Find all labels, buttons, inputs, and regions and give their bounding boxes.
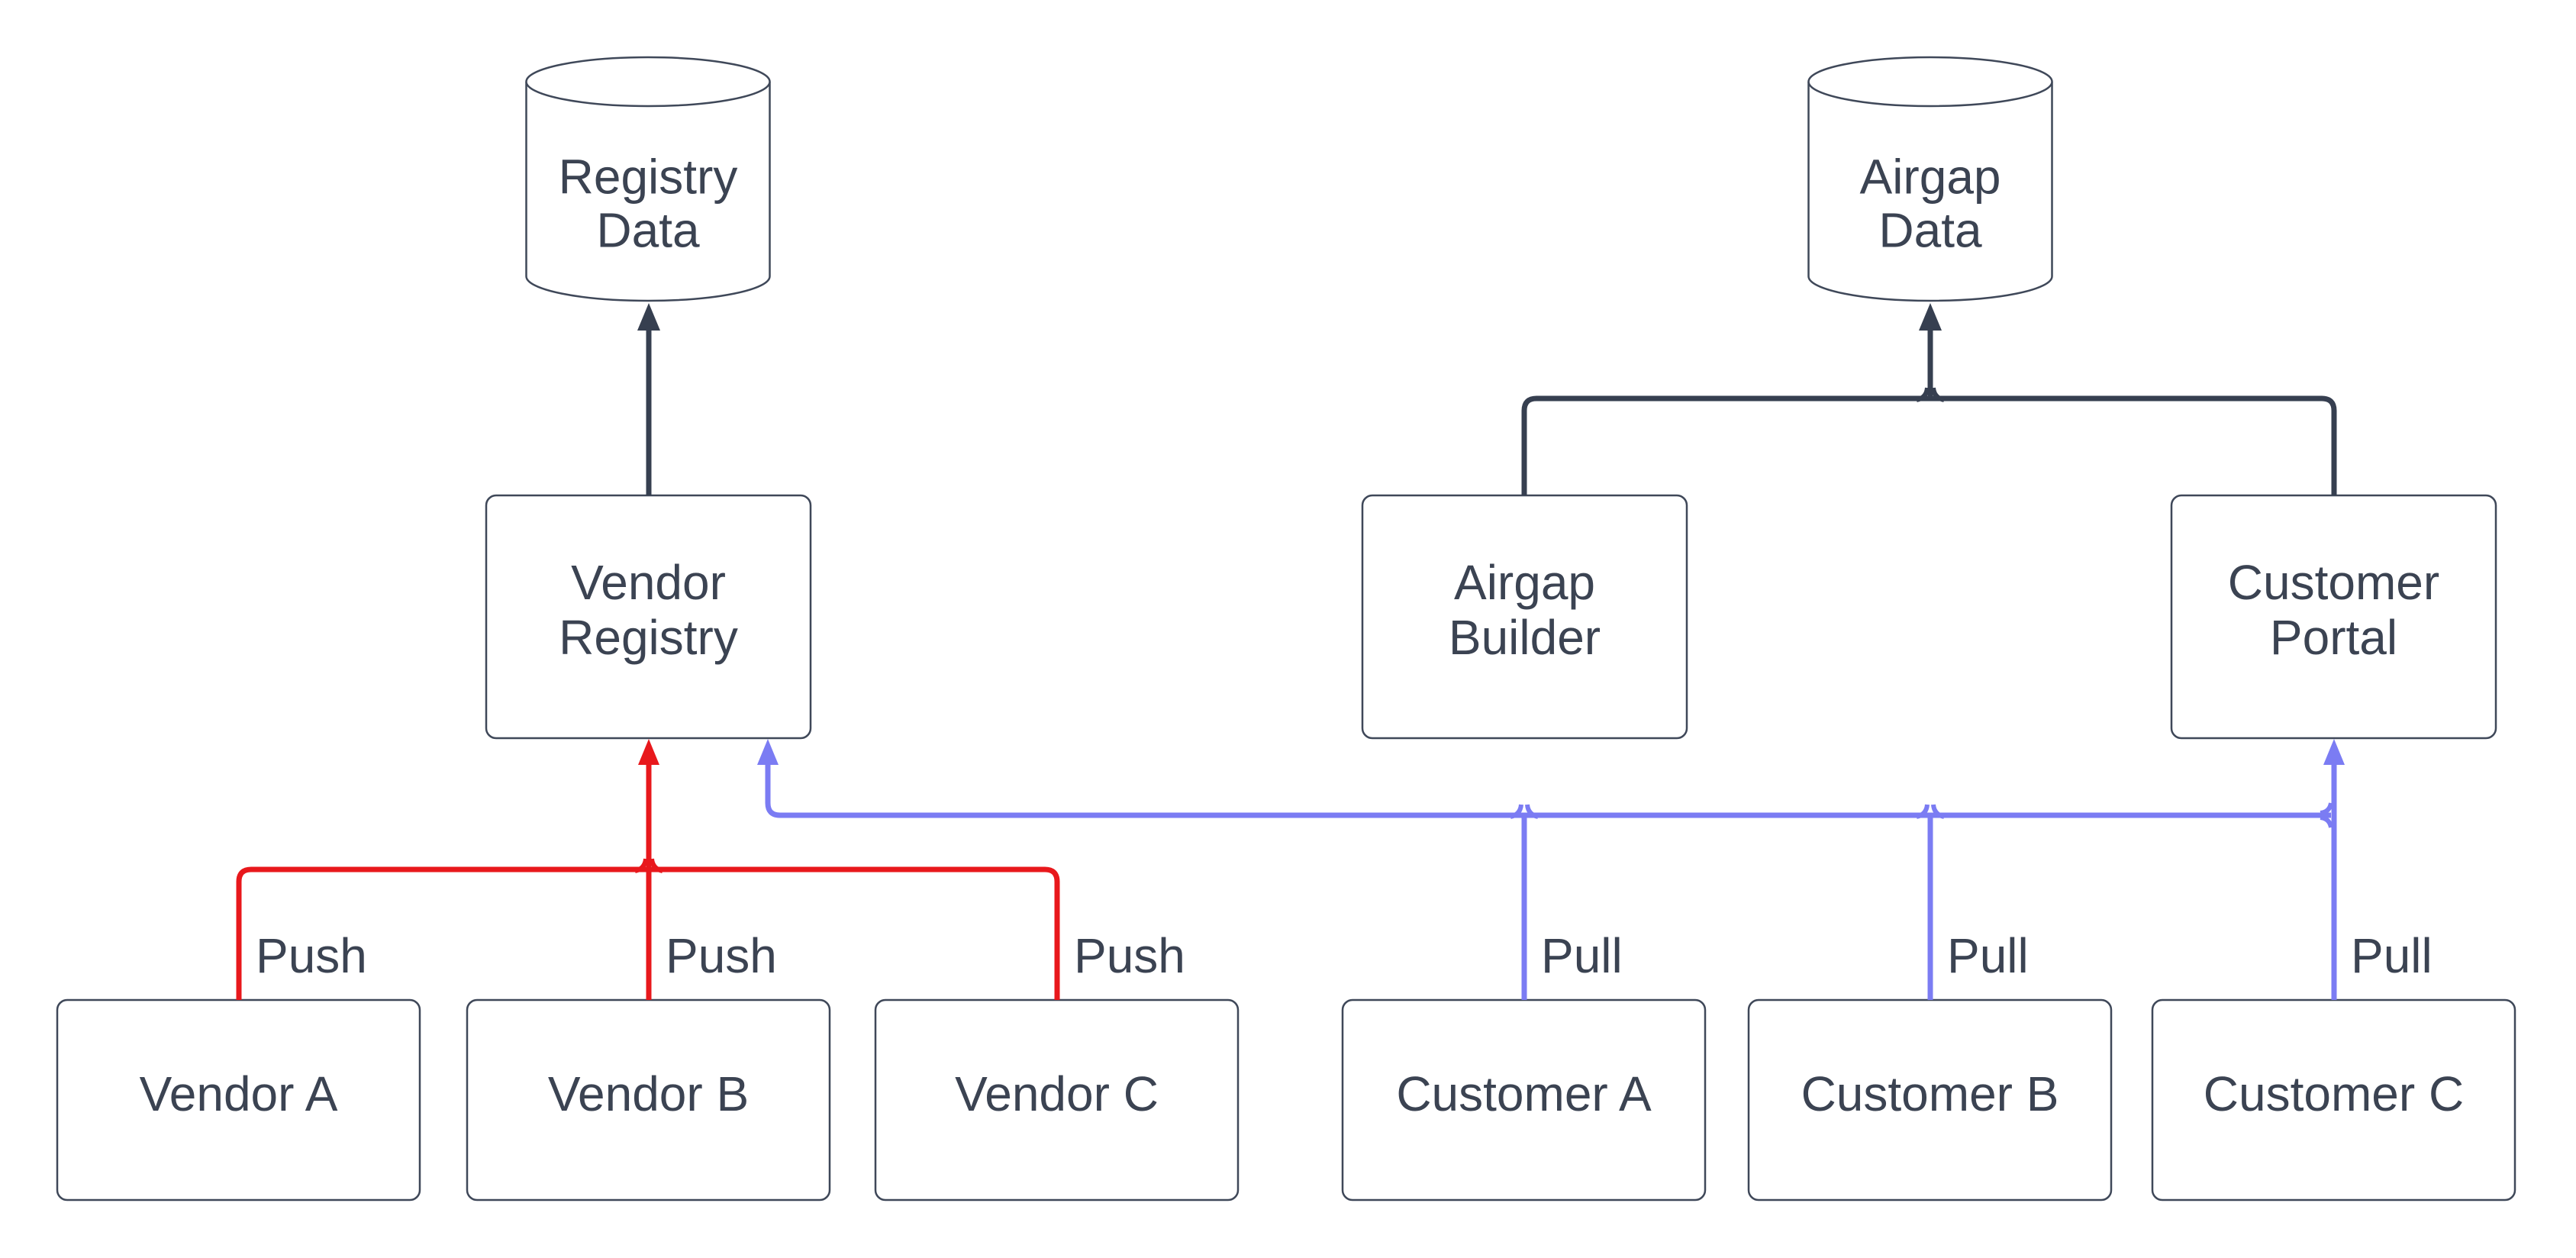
customer-a-label-line: Customer A <box>1396 1066 1652 1121</box>
edge-pull-riser-c-fillet <box>2320 802 2333 815</box>
customer-b-label-line: Customer B <box>1801 1066 2059 1121</box>
vendor-a-label-line: Vendor A <box>140 1066 338 1121</box>
label-push-a: Push <box>256 928 367 983</box>
vendor-registry-label-line: Registry <box>559 610 738 665</box>
customer-portal-label-line: Customer <box>2228 555 2439 610</box>
airgap-data-label-line: Airgap <box>1860 150 2001 205</box>
customer-c-label-line: Customer C <box>2204 1066 2464 1121</box>
label-push-c: Push <box>1074 928 1185 983</box>
vendor-c-label-line: Vendor C <box>955 1066 1159 1121</box>
edge-pull-drop-a <box>1510 804 1539 1000</box>
node-vendor-b: Vendor B <box>466 998 831 1202</box>
edge-push-riser-fillet <box>634 858 648 873</box>
vendor-b-label-line: Vendor B <box>548 1066 749 1121</box>
label-push-b: Push <box>666 928 777 983</box>
label-pull-c: Pull <box>2351 928 2433 983</box>
edge-pull-drop-b-fillet <box>1931 804 1945 819</box>
edge-airgaptree-to-airgapdata-fillet <box>1916 387 1930 402</box>
airgap-data-cylinder-top <box>1807 56 2053 108</box>
edge-airgaptree-to-airgapdata-arrowhead-icon <box>1919 303 1942 331</box>
edge-pull-riser-c <box>2320 739 2345 1000</box>
registry-data-label-line: Data <box>596 203 700 258</box>
edge-pull-rail-arrowhead-icon <box>757 739 779 765</box>
edge-pull-riser-c-arrowhead-icon <box>2323 739 2345 765</box>
node-vendor-c: Vendor C <box>874 998 1240 1202</box>
edge-pull-drop-b <box>1916 804 1945 1000</box>
edge-registry-to-registrydata <box>637 303 660 495</box>
edge-airgap-tree <box>1521 395 2337 495</box>
label-pull-b: Pull <box>1947 928 2029 983</box>
edge-airgaptree-to-airgapdata <box>1916 303 1945 402</box>
customer-portal-label-line: Portal <box>2270 610 2397 665</box>
airgap-data-label-line: Data <box>1878 203 1982 258</box>
node-customer-c: Customer C <box>2151 998 2516 1202</box>
registry-data-cylinder-body <box>525 82 771 302</box>
node-vendor-a: Vendor A <box>56 998 421 1202</box>
airgap-builder-label-line: Builder <box>1449 610 1601 665</box>
edge-push-riser-arrowhead-icon <box>638 739 659 765</box>
registry-data-cylinder-top <box>525 56 771 108</box>
airgap-builder-label-line: Airgap <box>1454 555 1595 610</box>
edge-pull-riser-c-fillet <box>2320 815 2333 828</box>
edge-airgap-tree-line <box>1521 395 2337 495</box>
edge-airgaptree-to-airgapdata-fillet <box>1931 387 1945 402</box>
registry-data-label-line: Registry <box>559 150 738 205</box>
edge-pull-rail-line <box>765 765 2331 818</box>
edge-pull-drop-b-fillet <box>1916 804 1930 819</box>
node-customer-b: Customer B <box>1747 998 2113 1202</box>
edge-push-riser-fillet <box>650 858 663 873</box>
edge-pull-drop-a-fillet <box>1510 804 1523 819</box>
edge-registry-to-registrydata-arrowhead-icon <box>637 303 660 331</box>
edge-push-riser <box>634 739 663 1000</box>
vendor-registry-label-line: Vendor <box>571 555 726 610</box>
edge-pull-drop-a-fillet <box>1525 804 1539 819</box>
label-pull-a: Pull <box>1541 928 1623 983</box>
node-customer-a: Customer A <box>1341 998 1707 1202</box>
edge-pull-rail <box>757 739 2331 818</box>
airgap-data-cylinder-body <box>1807 82 2053 302</box>
